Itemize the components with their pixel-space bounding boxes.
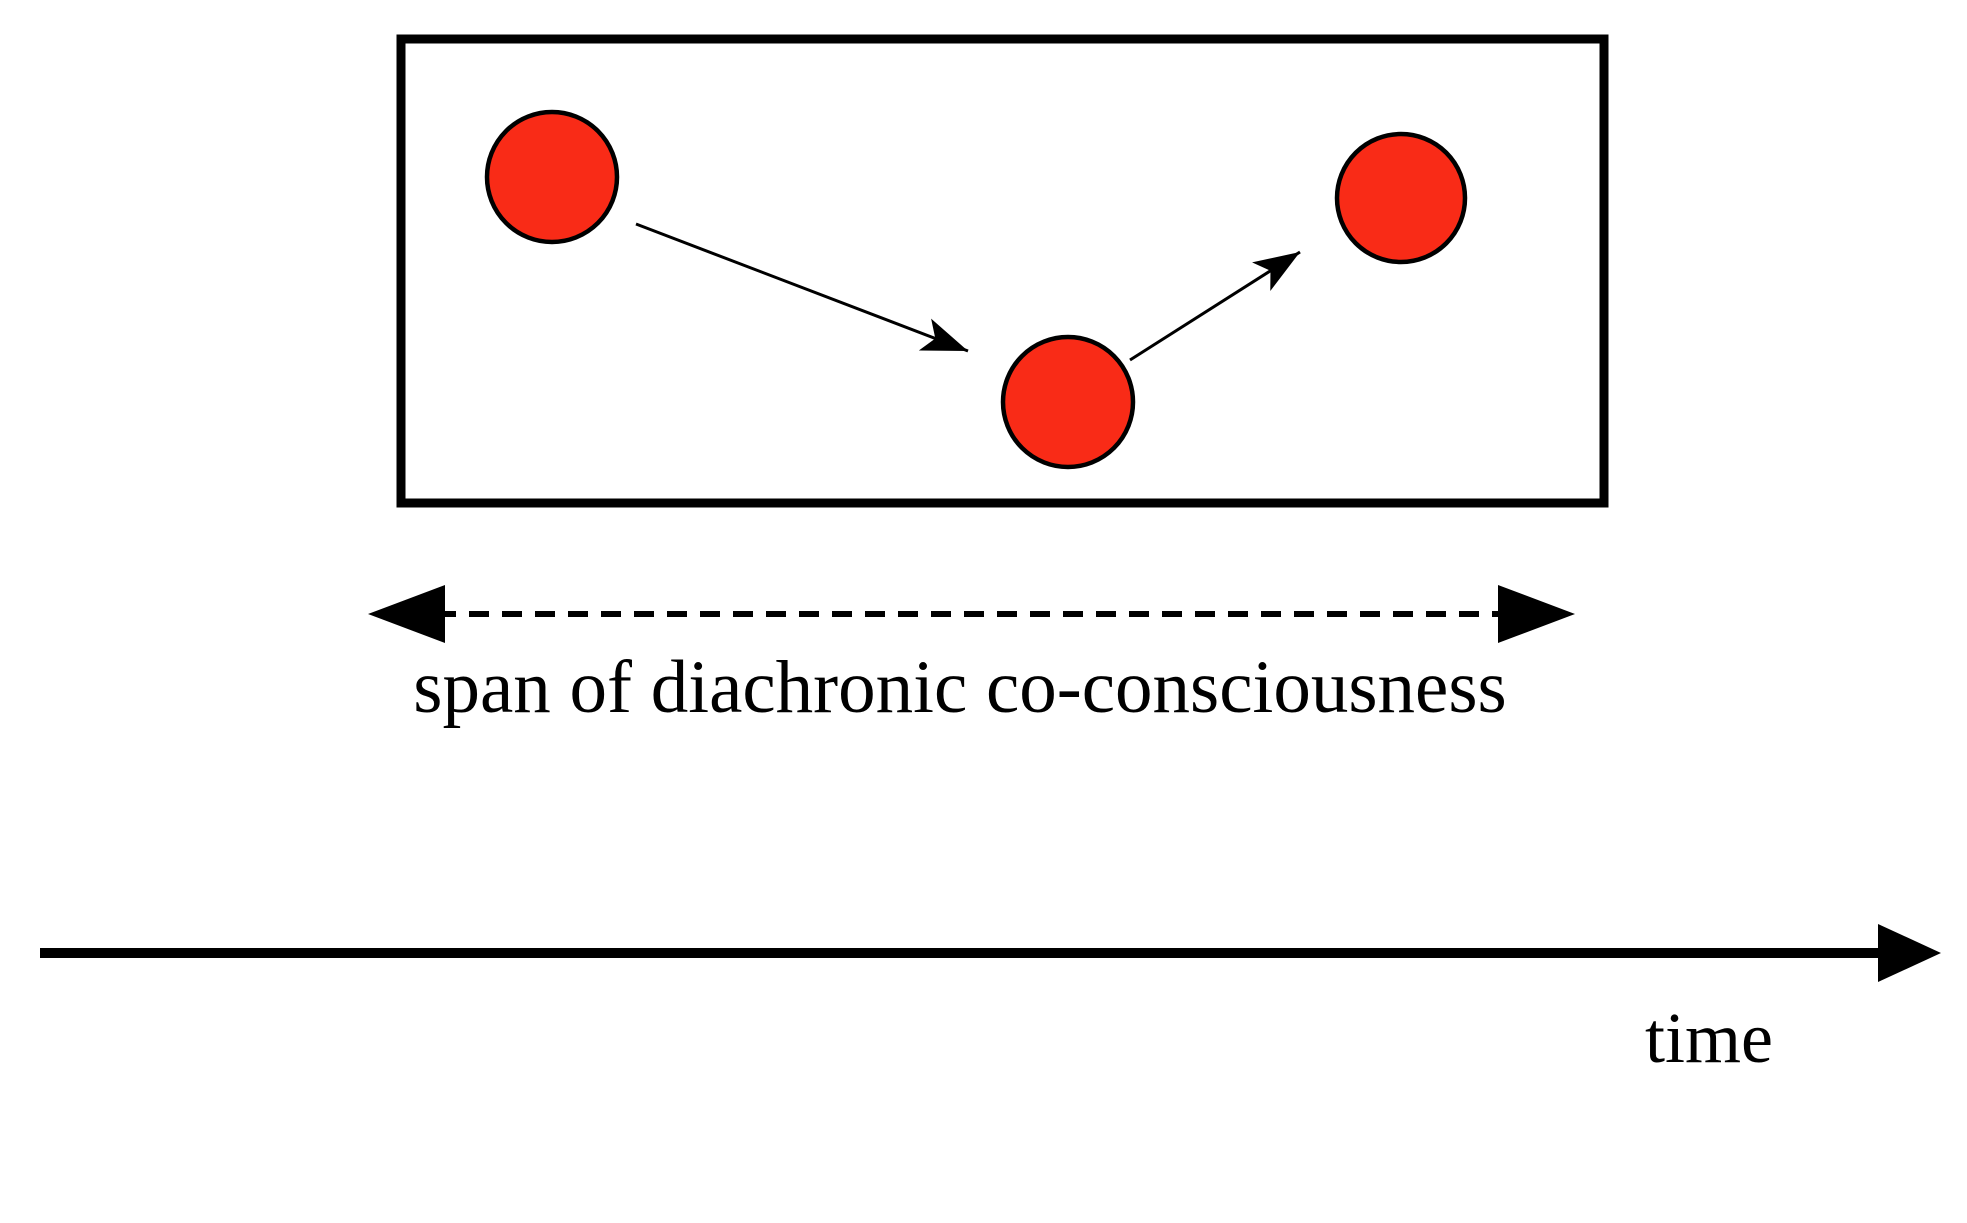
span-of-co-consciousness-label: span of diachronic co-consciousness xyxy=(413,646,1507,729)
experience-node-right xyxy=(1334,131,1468,265)
co-consciousness-box xyxy=(396,34,1609,508)
experience-node-left xyxy=(484,109,620,245)
time-arrowhead-icon xyxy=(1878,924,1941,982)
span-arrowhead-left-icon xyxy=(368,585,445,643)
experience-node-middle xyxy=(1000,334,1136,470)
succession-arrow-2 xyxy=(1129,250,1301,362)
succession-arrow-1 xyxy=(635,222,969,353)
span-arrowhead-right-icon xyxy=(1498,585,1575,643)
time-axis-label: time xyxy=(1645,998,1773,1078)
